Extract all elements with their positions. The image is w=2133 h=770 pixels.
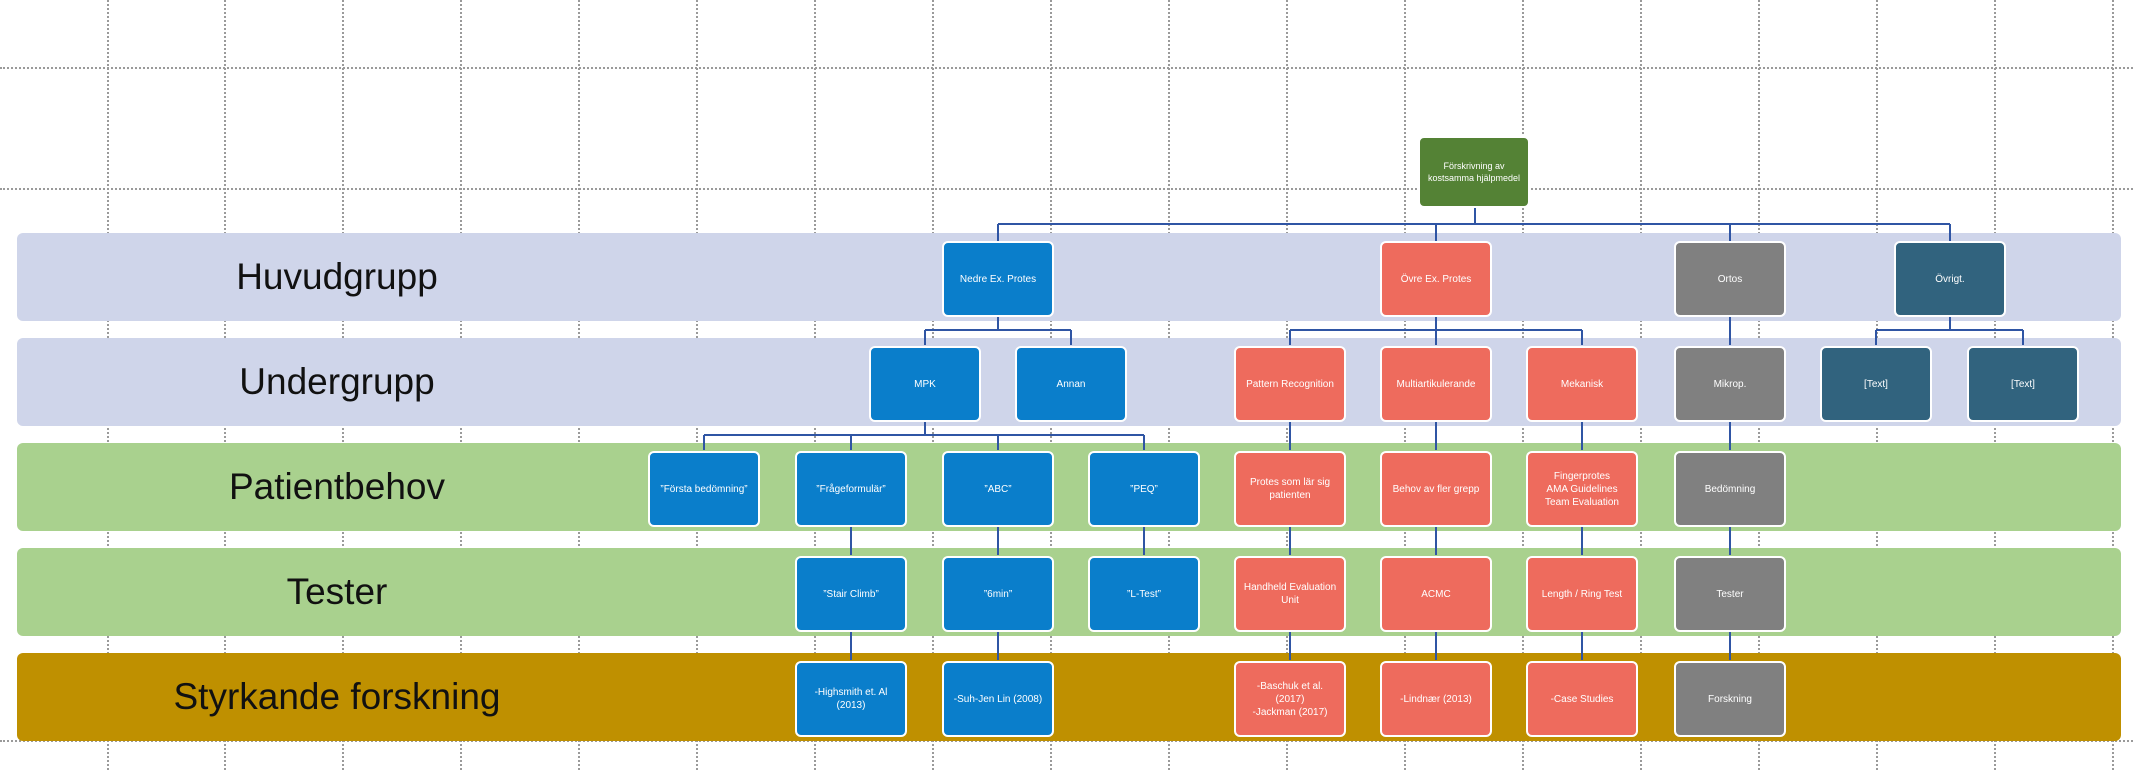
node-multiartikulerande: Multiartikulerande [1380,346,1492,422]
node-bedomning: Bedömning [1674,451,1786,527]
node-ovre-ex-protes: Övre Ex. Protes [1380,241,1492,317]
node-fragefomular: ”Frågeformulär” [795,451,907,527]
node-l-test: ”L-Test” [1088,556,1200,632]
connector [997,208,1951,241]
connector [924,317,1072,345]
node-ovrigt: Övrigt. [1894,241,2006,317]
node-mikrop: Mikrop. [1674,346,1786,422]
node-mpk: MPK [869,346,981,422]
band-label-styrkande: Styrkande forskning [173,676,501,717]
band-label-tester: Tester [286,571,388,612]
connector [1289,317,1583,345]
node-behov-av-fler-grepp: Behov av fler grepp [1380,451,1492,527]
grid-line [0,740,2133,742]
node-nedre-ex-protes: Nedre Ex. Protes [942,241,1054,317]
grid-line [0,67,2133,69]
node-handheld-evaluation: Handheld Evaluation Unit [1234,556,1346,632]
connector [850,527,1731,555]
node-acmc: ACMC [1380,556,1492,632]
node-forsta-bedomning: ”Första bedömning” [648,451,760,527]
band-label-patientbehov: Patientbehov [228,466,445,507]
grid-line [0,188,2133,190]
node-6min: ”6min” [942,556,1054,632]
node-pattern-recognition: Pattern Recognition [1234,346,1346,422]
node-length-ring-test: Length / Ring Test [1526,556,1638,632]
node-text-placeholder: [Text] [1820,346,1932,422]
connector [1289,422,1731,450]
node-mekanisk: Mekanisk [1526,346,1638,422]
node-abc: ”ABC” [942,451,1054,527]
node-baschuk-jackman: -Baschuk et al. (2017) -Jackman (2017) [1234,661,1346,737]
node-text-placeholder: [Text] [1967,346,2079,422]
band-label-undergrupp: Undergrupp [239,361,435,402]
connector [850,632,1731,660]
node-ortos: Ortos [1674,241,1786,317]
node-suh-jen-lin: -Suh-Jen Lin (2008) [942,661,1054,737]
node-case-studies: -Case Studies [1526,661,1638,737]
node-stair-climb: ”Stair Climb” [795,556,907,632]
node-fingerprotes: Fingerprotes AMA Guidelines Team Evaluat… [1526,451,1638,527]
node-peq: ”PEQ” [1088,451,1200,527]
node-forskning: Forskning [1674,661,1786,737]
node-annan: Annan [1015,346,1127,422]
connector [703,422,1145,450]
node-protes-som-lar-sig: Protes som lär sig patienten [1234,451,1346,527]
root-node: Förskrivning av kostsamma hjälpmedel [1418,136,1530,208]
node-highsmith: -Highsmith et. Al (2013) [795,661,907,737]
node-lindnaer: -Lindnær (2013) [1380,661,1492,737]
node-tester: Tester [1674,556,1786,632]
connector [1875,317,2024,345]
band-label-huvudgrupp: Huvudgrupp [236,256,438,297]
